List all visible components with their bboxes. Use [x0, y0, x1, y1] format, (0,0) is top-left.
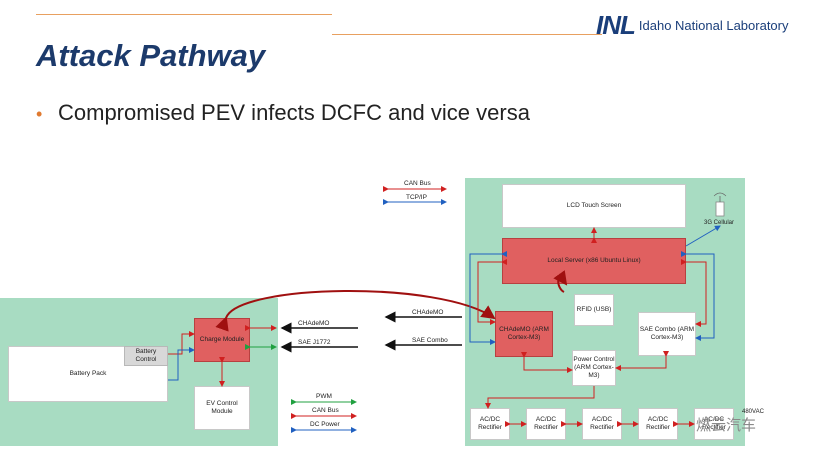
battery-control-label: Battery Control: [135, 347, 157, 363]
watermark: 燃云汽车: [696, 416, 757, 434]
ev-control-module-box: EV Control Module: [194, 386, 250, 430]
slide-title: Attack Pathway: [36, 38, 266, 73]
sae-j1772-label: SAE J1772: [298, 339, 331, 346]
rectifier-1-label: AC/DC Rectifier: [478, 415, 502, 431]
chademo-charger-label: CHAdeMO (ARM Cortex-M3): [499, 325, 549, 341]
rfid-box: RFID (USB): [574, 294, 614, 326]
battery-control-box: Battery Control: [124, 346, 168, 366]
header-rule-right: [332, 34, 602, 35]
bullet-icon: •: [36, 104, 43, 124]
lcd-label: LCD Touch Screen: [566, 201, 622, 209]
lcd-touch-screen-box: LCD Touch Screen: [502, 184, 686, 228]
bullet-text: Compromised PEV infects DCFC and vice ve…: [58, 100, 530, 125]
sae-combo-box: SAE Combo (ARM Cortex-M3): [638, 312, 696, 356]
inl-logo: INL Idaho National Laboratory: [596, 10, 789, 41]
rectifier-5: AC/DC Rectifier: [694, 408, 734, 440]
rectifier-1: AC/DC Rectifier: [470, 408, 510, 440]
local-server-label: Local Server (x86 Ubuntu Linux): [547, 256, 641, 264]
rectifier-2-label: AC/DC Rectifier: [534, 415, 558, 431]
power-control-box: Power Control (ARM Cortex-M3): [572, 350, 616, 386]
rectifier-3-label: AC/DC Rectifier: [590, 415, 614, 431]
legend-top-can-bus: CAN Bus: [404, 180, 431, 187]
rectifier-4-label: AC/DC Rectifier: [646, 415, 670, 431]
chademo-charger-box: CHAdeMO (ARM Cortex-M3): [495, 311, 553, 357]
rectifier-3: AC/DC Rectifier: [582, 408, 622, 440]
logo-text: Idaho National Laboratory: [638, 18, 789, 33]
power-control-label: Power Control (ARM Cortex-M3): [573, 355, 615, 380]
legend-bottom-pwm: PWM: [316, 393, 332, 400]
header-rule-left: [36, 14, 332, 15]
rectifier-4: AC/DC Rectifier: [638, 408, 678, 440]
charge-module-label: Charge Module: [199, 335, 245, 343]
ev-control-module-label: EV Control Module: [206, 399, 238, 415]
legend-top-tcp-ip: TCP/IP: [406, 194, 427, 201]
legend-bottom-can-bus: CAN Bus: [312, 407, 339, 414]
rectifier-2: AC/DC Rectifier: [526, 408, 566, 440]
legend-bottom-dc-power: DC Power: [310, 421, 340, 428]
cellular-label: 3G Cellular: [704, 220, 735, 226]
input-voltage-label: 480VAC: [742, 409, 764, 415]
battery-pack-label: Battery Pack: [69, 369, 107, 377]
charge-module-box: Charge Module: [194, 318, 250, 362]
rectifier-5-label: AC/DC Rectifier: [702, 415, 726, 431]
logo-mark: INL: [596, 10, 636, 40]
sae-combo-label: SAE Combo (ARM Cortex-M3): [639, 325, 695, 341]
chademo-charger-link-label: CHAdeMO: [412, 309, 444, 316]
local-server-box: Local Server (x86 Ubuntu Linux): [502, 238, 686, 284]
sae-combo-link-label: SAE Combo: [412, 337, 448, 344]
chademo-vehicle-label: CHAdeMO: [298, 320, 330, 327]
rfid-label: RFID (USB): [576, 305, 612, 313]
